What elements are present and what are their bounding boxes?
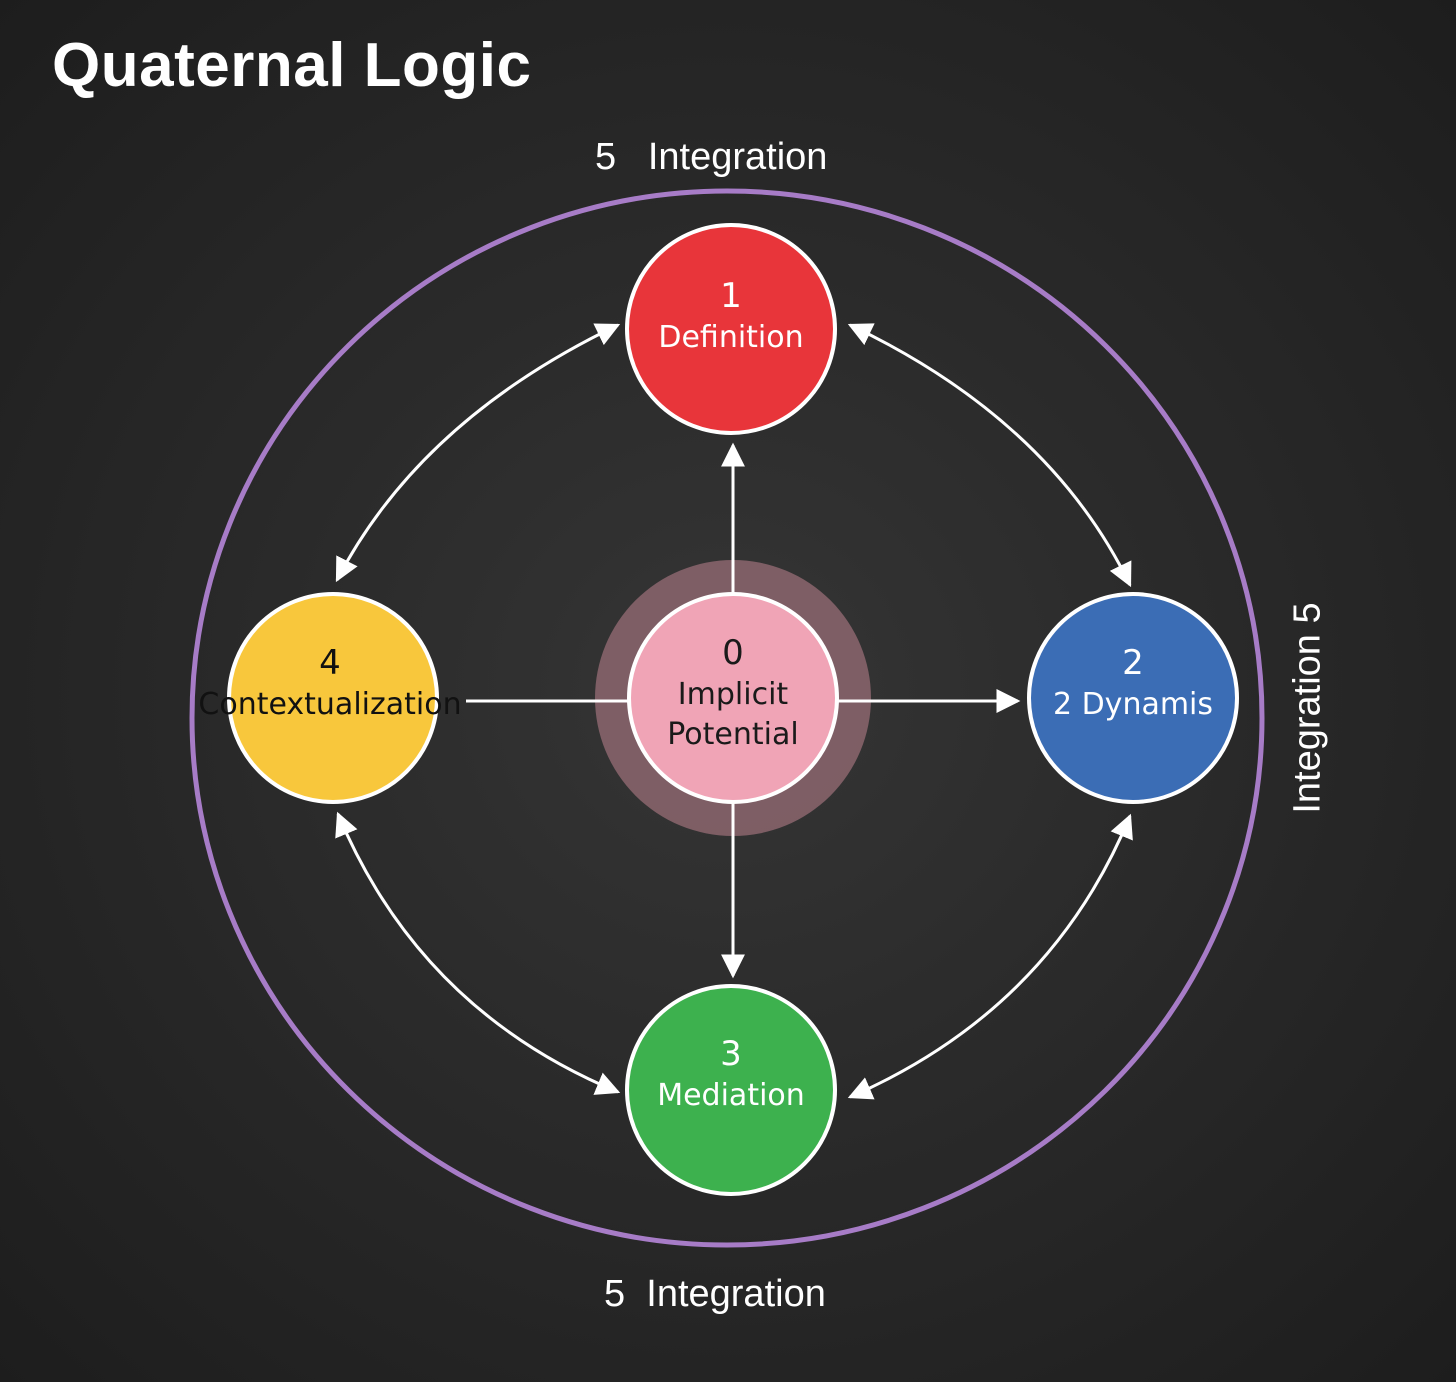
node-definition: 1 Definition <box>658 274 803 358</box>
node-circle-definition <box>625 223 837 435</box>
node-number: 2 <box>1122 643 1144 683</box>
node-number: 1 <box>720 276 742 316</box>
node-number: 4 <box>319 643 341 683</box>
arrow-definition-dynamis <box>847 323 1132 588</box>
node-label-line2: Potential <box>667 717 799 752</box>
integration-number: 5 <box>604 1273 626 1315</box>
page-title: Quaternal Logic <box>52 31 532 100</box>
node-label: 2 Dynamis <box>1052 687 1214 722</box>
arrow-contextualization-mediation <box>335 811 621 1095</box>
node-implicit-potential: 0 Implicit Potential <box>667 631 798 755</box>
node-label-line1: Implicit <box>677 677 789 712</box>
integration-number: 5 <box>595 136 617 178</box>
integration-ring <box>189 188 1265 1248</box>
node-label: Definition <box>658 320 804 355</box>
node-dynamis: 2 2 Dynamis <box>1053 641 1213 725</box>
integration-label-right: Integration 5 <box>1286 602 1329 814</box>
node-circle-dynamis <box>1027 592 1239 804</box>
integration-label-bottom: 5 Integration <box>604 1273 826 1316</box>
node-circle-mediation <box>625 984 837 1196</box>
node-label: Mediation <box>657 1078 805 1113</box>
node-number: 3 <box>720 1034 742 1074</box>
integration-label-top: 5 Integration <box>595 136 827 179</box>
node-contextualization: 4 Contextualization <box>198 641 461 725</box>
node-circle-contextualization <box>227 592 439 804</box>
arrow-dynamis-mediation <box>847 813 1133 1100</box>
node-number: 0 <box>722 633 744 673</box>
node-mediation: 3 Mediation <box>657 1032 805 1116</box>
integration-text: Integration <box>647 136 828 178</box>
arrow-definition-contextualization <box>335 323 621 583</box>
integration-text: Integration <box>646 1273 826 1315</box>
node-label: Contextualization <box>198 687 462 722</box>
node-circle-implicit-potential <box>627 592 839 804</box>
